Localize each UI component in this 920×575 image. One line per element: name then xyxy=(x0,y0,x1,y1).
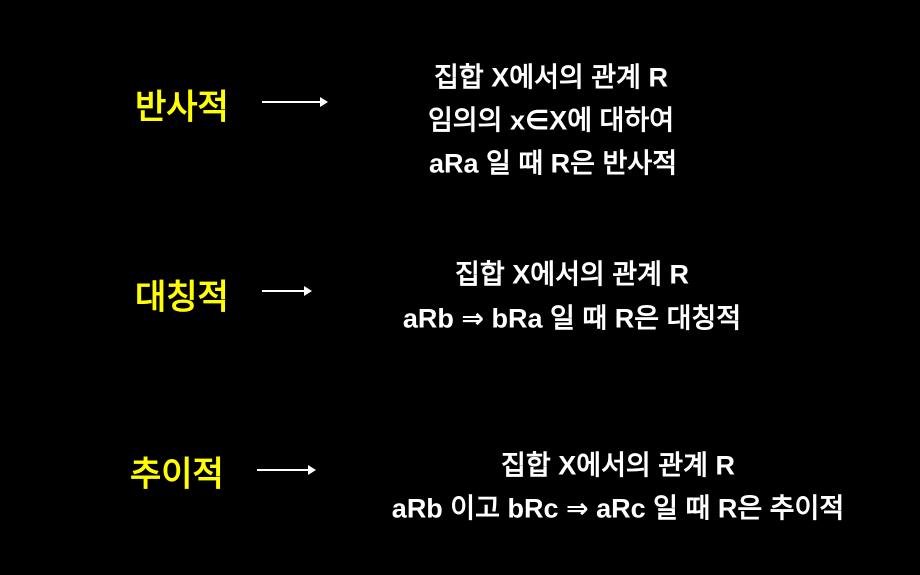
definition-line: aRa 일 때 R은 반사적 xyxy=(428,148,678,179)
definition-line: 집합 X에서의 관계 R xyxy=(434,62,668,93)
definition-line: aRb 이고 bRc ⇒ aRc 일 때 R은 추이적 xyxy=(391,493,845,524)
arrow-right-icon xyxy=(257,465,316,475)
term-symmetric: 대칭적 xyxy=(135,278,229,317)
definition-line: aRb ⇒ bRa 일 때 R은 대칭적 xyxy=(402,303,742,334)
arrow-right-icon xyxy=(262,286,312,296)
term-transitive: 추이적 xyxy=(130,455,224,494)
definition-line: 집합 X에서의 관계 R xyxy=(501,450,735,481)
definition-line: 임의의 x∈X에 대하여 xyxy=(427,105,675,136)
arrow-right-icon xyxy=(262,97,328,107)
term-reflexive: 반사적 xyxy=(135,88,229,127)
definition-line: 집합 X에서의 관계 R xyxy=(455,259,689,290)
